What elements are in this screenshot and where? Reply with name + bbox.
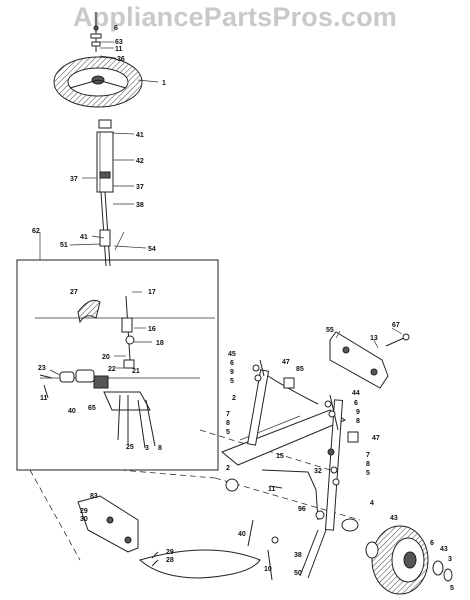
callout-40-m: 40 <box>238 531 246 538</box>
callout-43-a: 43 <box>390 515 398 522</box>
callout-18: 18 <box>156 340 164 347</box>
callout-8-l: 8 <box>226 420 230 427</box>
callout-1: 1 <box>162 80 166 87</box>
callout-41-a: 41 <box>136 132 144 139</box>
callout-17: 17 <box>148 289 156 296</box>
callout-7-l: 7 <box>226 411 230 418</box>
steering-shaft <box>96 119 125 267</box>
callout-67: 67 <box>392 322 400 329</box>
callout-83: 83 <box>90 493 98 500</box>
callout-9-r: 9 <box>356 409 360 416</box>
leader-lines <box>39 41 403 376</box>
callout-47-r: 47 <box>372 435 380 442</box>
callout-41-b: 41 <box>80 234 88 241</box>
right-spindle-hardware <box>252 364 340 486</box>
callout-63: 63 <box>115 39 123 46</box>
callout-29-b: 29 <box>166 549 174 556</box>
callout-9-l: 9 <box>230 369 234 376</box>
left-bracket <box>77 495 159 567</box>
callout-6-l: 6 <box>230 360 234 367</box>
callout-36: 36 <box>117 56 125 63</box>
callout-8-r2: 8 <box>366 461 370 468</box>
front-wheel <box>365 525 453 595</box>
callout-96: 96 <box>298 506 306 513</box>
callout-2-l: 2 <box>232 395 236 402</box>
callout-11-box: 11 <box>40 395 48 402</box>
callout-4: 4 <box>370 500 374 507</box>
callout-8-box: 8 <box>158 445 162 452</box>
callout-43-b: 43 <box>440 546 448 553</box>
watermark: AppliancePartsPros.com <box>72 2 397 32</box>
callout-32: 32 <box>314 468 322 475</box>
callout-10: 10 <box>264 566 272 573</box>
callout-30-l: 30 <box>80 516 88 523</box>
callout-15: 15 <box>276 453 284 460</box>
callout-6-r: 6 <box>354 400 358 407</box>
callout-54: 54 <box>148 246 156 253</box>
callout-37-l: 37 <box>70 176 78 183</box>
callout-3: 3 <box>145 445 149 452</box>
callout-3-w: 3 <box>448 556 452 563</box>
callout-38-b: 38 <box>294 552 302 559</box>
callout-65: 65 <box>88 405 96 412</box>
callout-22: 22 <box>108 366 116 373</box>
callout-5-r: 5 <box>366 470 370 477</box>
callout-5-w: 5 <box>450 585 454 592</box>
tie-rod-assembly <box>138 485 327 581</box>
callout-7-r: 7 <box>366 452 370 459</box>
callout-47-l: 47 <box>282 359 290 366</box>
callout-51: 51 <box>60 242 68 249</box>
steering-wheel <box>53 56 143 108</box>
callout-2-m: 2 <box>226 465 230 472</box>
callout-8-r: 8 <box>356 418 360 425</box>
callout-6-w: 6 <box>430 540 434 547</box>
callout-20: 20 <box>102 354 110 361</box>
callout-40-box: 40 <box>68 408 76 415</box>
callout-29-l: 29 <box>80 508 88 515</box>
callout-62: 62 <box>32 228 40 235</box>
callout-45-l: 45 <box>228 351 236 358</box>
callout-25: 25 <box>126 444 134 451</box>
callout-50: 50 <box>294 570 302 577</box>
callout-21: 21 <box>132 368 140 375</box>
callout-5-l: 5 <box>230 378 234 385</box>
right-bracket <box>329 331 410 389</box>
callout-13: 13 <box>370 335 378 342</box>
callout-11-m: 11 <box>268 486 276 493</box>
callout-16: 16 <box>148 326 156 333</box>
steering-column-top <box>90 12 102 52</box>
callout-42: 42 <box>136 158 144 165</box>
callout-28: 28 <box>166 557 174 564</box>
callout-6-top: 6 <box>114 25 118 32</box>
callout-labels: 6 63 11 36 1 41 42 37 37 38 62 41 51 54 … <box>32 25 454 592</box>
projection-lines <box>29 429 361 561</box>
axle-assembly <box>221 359 359 532</box>
inset-detail-box <box>16 259 219 471</box>
callout-44: 44 <box>352 390 360 397</box>
callout-23: 23 <box>38 365 46 372</box>
callout-55: 55 <box>326 327 334 334</box>
callout-37-r: 37 <box>136 184 144 191</box>
callout-27: 27 <box>70 289 78 296</box>
callout-11-top: 11 <box>115 46 123 53</box>
callout-85: 85 <box>296 366 304 373</box>
callout-5-l2: 5 <box>226 429 230 436</box>
callout-38: 38 <box>136 202 144 209</box>
